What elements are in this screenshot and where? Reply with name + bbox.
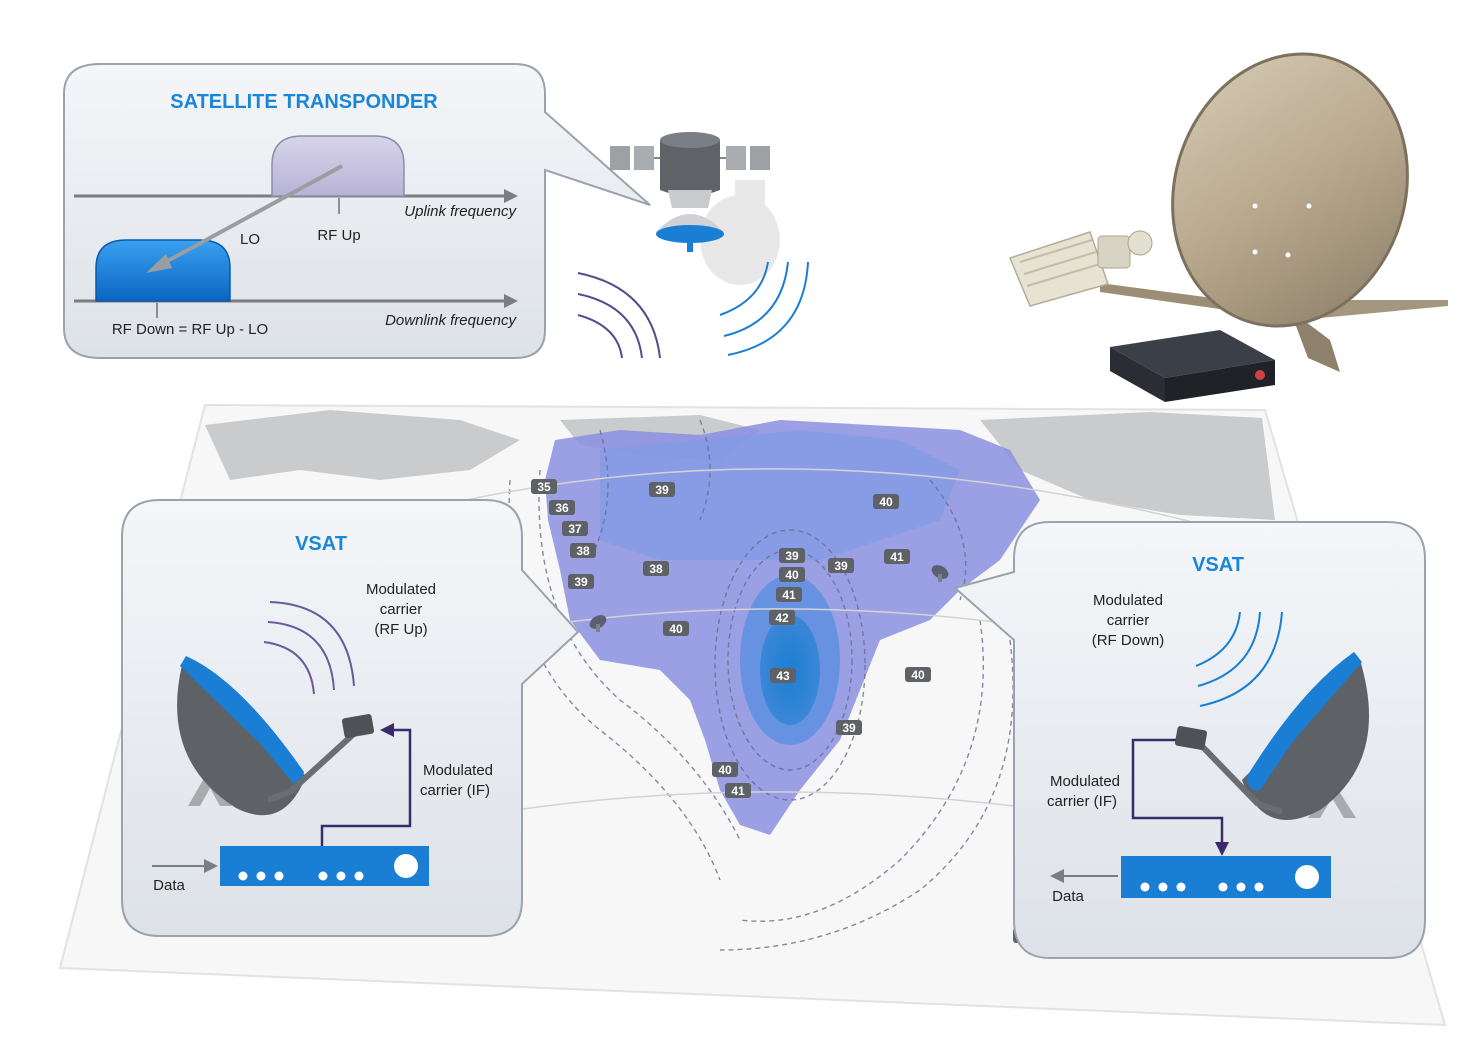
- vsat-left-if-label-line2: carrier (IF): [420, 782, 490, 799]
- contour-label: 39: [779, 548, 805, 563]
- svg-text:40: 40: [911, 668, 925, 682]
- svg-text:40: 40: [879, 495, 893, 509]
- vsat-left-callout: VSAT Modulated carrier (RF Up) Modulated…: [121, 499, 580, 937]
- lo-conversion-arrowhead: [146, 254, 172, 273]
- vsat-right-title: VSAT: [1192, 554, 1244, 576]
- vsat-right-callout: VSAT Modulated carrier (RF Down) Modulat…: [952, 521, 1426, 959]
- svg-text:35: 35: [537, 480, 551, 494]
- svg-text:37: 37: [568, 522, 582, 536]
- vsat-right-if-label-line1: Modulated: [1050, 773, 1120, 790]
- vsat-left-if-cable: [320, 728, 412, 846]
- downlink-axis-arrowhead: [504, 294, 518, 308]
- contour-label: 36: [549, 500, 575, 515]
- map-dish-marker-east: [931, 565, 949, 582]
- svg-text:43: 43: [776, 669, 790, 683]
- transponder-title: SATELLITE TRANSPONDER: [170, 91, 438, 113]
- satellite-dish-photo: [1100, 52, 1448, 372]
- vsat-left-title: VSAT: [295, 533, 347, 555]
- rf-down-label: RF Down = RF Up - LO: [112, 321, 268, 338]
- uplink-axis-arrowhead: [504, 189, 518, 203]
- contour-label: 41: [884, 549, 910, 564]
- vsat-right-rf-carrier-line3: (RF Down): [1092, 632, 1165, 649]
- contour-label: 40: [663, 621, 689, 636]
- satellite-icon: [610, 132, 780, 285]
- vsat-right-rf-carrier-line2: carrier: [1107, 612, 1150, 629]
- contour-label: 37: [562, 521, 588, 536]
- uplink-frequency-label: Uplink frequency: [404, 203, 517, 220]
- modem-icon: [1121, 856, 1331, 898]
- contour-label: 40: [873, 494, 899, 509]
- svg-text:39: 39: [655, 483, 669, 497]
- lnb-icon: [1008, 230, 1153, 307]
- map-dish-marker-west: [589, 615, 607, 632]
- lnb-icon: [341, 714, 375, 738]
- contour-label: 39: [836, 720, 862, 735]
- vsat-right-if-label-line2: carrier (IF): [1047, 793, 1117, 810]
- svg-text:41: 41: [782, 588, 796, 602]
- transponder-callout: SATELLITE TRANSPONDER RF Up Uplink frequ…: [63, 63, 651, 359]
- svg-text:41: 41: [890, 550, 904, 564]
- dish-antenna-icon: [177, 656, 375, 816]
- svg-text:41: 41: [731, 784, 745, 798]
- svg-text:38: 38: [576, 544, 590, 558]
- contour-label: 41: [776, 587, 802, 602]
- svg-text:39: 39: [842, 721, 856, 735]
- svg-text:39: 39: [785, 549, 799, 563]
- contour-label: 40: [779, 567, 805, 582]
- vsat-left-if-arrowhead: [380, 723, 394, 737]
- vsat-right-data-arrowhead: [1050, 869, 1064, 883]
- vsat-right-rf-carrier-line1: Modulated: [1093, 592, 1163, 609]
- vsat-left-if-label-line1: Modulated: [423, 762, 493, 779]
- svg-text:39: 39: [834, 559, 848, 573]
- contour-label: 40: [905, 667, 931, 682]
- modem-icon: [220, 846, 429, 886]
- svg-text:42: 42: [775, 611, 789, 625]
- dish-antenna-icon: [1174, 652, 1369, 820]
- lo-label: LO: [240, 231, 260, 248]
- vsat-left-signal-waves: [263, 601, 355, 695]
- downlink-signal-waves: [719, 261, 809, 356]
- contour-label: 39: [649, 482, 675, 497]
- vsat-right-if-cable: [1131, 738, 1224, 842]
- contour-label: 40: [712, 762, 738, 777]
- rf-down-carrier: [95, 239, 231, 302]
- map-landmass: [205, 410, 1275, 520]
- vsat-right-signal-waves: [1195, 611, 1283, 707]
- downlink-frequency-label: Downlink frequency: [385, 312, 517, 329]
- svg-text:40: 40: [785, 568, 799, 582]
- lo-conversion-arrow: [161, 164, 343, 266]
- svg-text:38: 38: [649, 562, 663, 576]
- vsat-left-rf-carrier-line1: Modulated: [366, 581, 436, 598]
- contour-label: 38: [643, 561, 669, 576]
- contour-label: 43: [770, 668, 796, 683]
- contour-label: 42: [769, 610, 795, 625]
- set-top-box-icon: [1110, 330, 1275, 402]
- coverage-overlay-north: [600, 430, 960, 560]
- contour-label: 39: [568, 574, 594, 589]
- vsat-left-rf-carrier-line2: carrier: [380, 601, 423, 618]
- lnb-icon: [1174, 726, 1208, 750]
- contour-label: 35: [531, 479, 557, 494]
- uplink-signal-waves: [577, 272, 661, 359]
- rf-up-label: RF Up: [317, 227, 360, 244]
- vsat-left-rf-carrier-line3: (RF Up): [374, 621, 427, 638]
- contour-label: 38: [570, 543, 596, 558]
- vsat-left-data-arrowhead: [204, 859, 218, 873]
- svg-text:40: 40: [718, 763, 732, 777]
- vsat-left-data-label: Data: [153, 877, 185, 894]
- svg-text:39: 39: [574, 575, 588, 589]
- svg-text:40: 40: [669, 622, 683, 636]
- vsat-right-data-label: Data: [1052, 888, 1084, 905]
- contour-label: 39: [828, 558, 854, 573]
- vsat-right-if-arrowhead: [1215, 842, 1229, 856]
- svg-text:36: 36: [555, 501, 569, 515]
- contour-label: 41: [725, 783, 751, 798]
- contour-label-group: 35 36 37 38 39 39 38 40 39 40 41 42 43 3…: [531, 479, 1035, 943]
